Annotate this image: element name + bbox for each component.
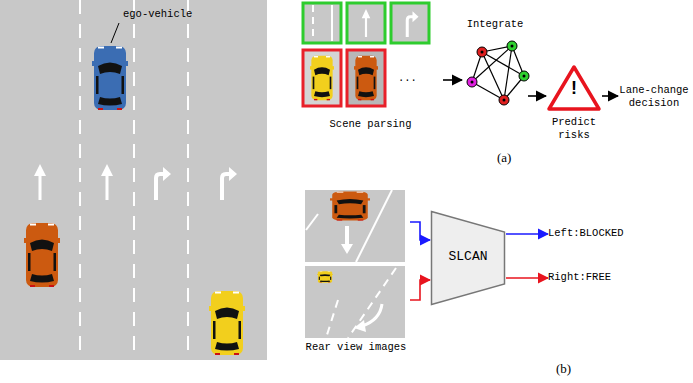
node-label: ! bbox=[546, 78, 602, 100]
rear-view-images bbox=[305, 190, 405, 338]
connector-arrow bbox=[528, 95, 546, 97]
node-label: SLCAN bbox=[430, 249, 506, 265]
output-text: Left:BLOCKED bbox=[548, 226, 658, 242]
connector-arrow bbox=[443, 79, 462, 81]
output-text: Right:FREE bbox=[548, 270, 658, 286]
node-label: Right:FREE bbox=[548, 271, 658, 284]
leader-line bbox=[111, 23, 119, 43]
parsed-elements bbox=[303, 3, 429, 106]
node-label: Integrate bbox=[462, 18, 528, 31]
yellow-car bbox=[209, 291, 245, 355]
ellipsis: ... bbox=[398, 72, 417, 84]
panel-label: (a) bbox=[497, 150, 511, 166]
parsing-group: Scene parsing bbox=[298, 0, 443, 136]
network-trapezoid: SLCAN bbox=[430, 210, 506, 306]
node-label: Lane-change decision bbox=[618, 84, 690, 110]
decision-text: Lane-change decision bbox=[618, 84, 690, 112]
panel-label: (b) bbox=[556, 361, 571, 377]
node-label: Left:BLOCKED bbox=[548, 227, 658, 240]
connector-arrow bbox=[506, 233, 548, 235]
ego-car bbox=[92, 46, 128, 110]
road-scene bbox=[0, 0, 267, 360]
node-caption: Predict risks bbox=[546, 116, 602, 142]
warning-triangle: ! Predict risks bbox=[546, 64, 602, 148]
node-label: Rear view images bbox=[302, 341, 410, 354]
connector-arrow bbox=[602, 95, 618, 97]
orange-car bbox=[24, 223, 60, 287]
connector-arrow bbox=[410, 280, 430, 300]
image-group: Rear view images bbox=[302, 188, 410, 356]
connector-arrow bbox=[506, 277, 548, 279]
graph-block: Integrate bbox=[462, 18, 528, 110]
callout-label: ego-vehicle bbox=[123, 8, 192, 20]
connector-arrow bbox=[410, 222, 430, 240]
node-label: Scene parsing bbox=[298, 118, 443, 131]
graph-icon bbox=[467, 41, 529, 105]
